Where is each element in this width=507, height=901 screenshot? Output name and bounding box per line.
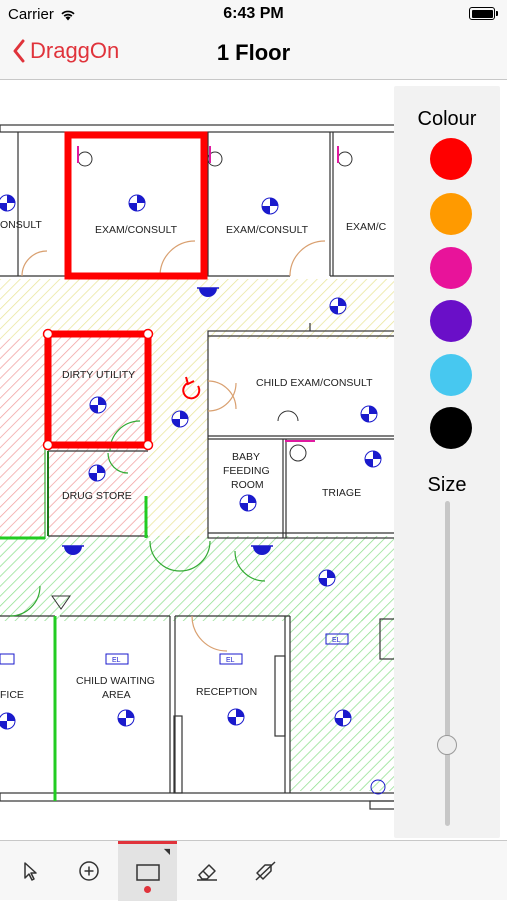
tool-bar: ◥ xyxy=(0,840,507,901)
wifi-icon xyxy=(61,10,75,20)
hide-annotations-icon xyxy=(254,861,276,881)
rotate-handle-icon[interactable] xyxy=(182,376,201,400)
room-label: CHILD EXAM/CONSULT xyxy=(256,377,373,389)
colour-swatch-light-blue[interactable] xyxy=(430,354,472,396)
style-panel: Colour Size xyxy=(394,86,500,838)
add-tool-button[interactable] xyxy=(59,841,118,901)
room-label: RECEPTION xyxy=(196,686,257,698)
room-label: AREA xyxy=(102,689,131,701)
room-label: FEEDING xyxy=(223,465,270,477)
room-label: ROOM xyxy=(231,479,264,491)
floor-plan: ONSULT EXAM/CONSULT EXAM/CONSULT EXAM/C … xyxy=(0,124,396,810)
back-button-label: DraggOn xyxy=(30,38,120,63)
hide-tool-button[interactable] xyxy=(236,841,295,901)
annotation-rectangle-selected[interactable] xyxy=(44,330,152,449)
room-label: EXAM/CONSULT xyxy=(226,224,309,236)
submenu-indicator-icon: ◥ xyxy=(163,847,170,856)
eraser-icon xyxy=(196,864,217,881)
room-label: TRIAGE xyxy=(322,487,361,499)
eraser-tool-button[interactable] xyxy=(177,841,236,901)
colour-swatch-pink[interactable] xyxy=(430,247,472,289)
size-slider-thumb[interactable] xyxy=(437,734,457,755)
resize-handle[interactable] xyxy=(142,328,154,340)
room-label: BABY xyxy=(232,451,260,463)
select-tool-button[interactable] xyxy=(0,841,59,901)
el-tag: EL xyxy=(112,657,121,664)
resize-handle[interactable] xyxy=(42,439,54,451)
size-slider-track[interactable] xyxy=(445,501,450,826)
resize-handle[interactable] xyxy=(42,328,54,340)
active-dot-icon xyxy=(144,886,151,893)
colour-swatch-black[interactable] xyxy=(430,407,472,449)
rectangle-icon xyxy=(135,863,160,881)
room-label: EXAM/CONSULT xyxy=(95,224,178,236)
navigation-bar: DraggOn 1 Floor xyxy=(0,28,507,80)
room-label: DIRTY UTILITY xyxy=(62,369,135,381)
pointer-icon xyxy=(23,862,37,881)
resize-handle[interactable] xyxy=(142,439,154,451)
room-label: FICE xyxy=(0,689,24,701)
carrier-info: Carrier xyxy=(8,6,76,23)
el-tag: EL xyxy=(332,637,341,644)
status-bar: Carrier 6:43 PM xyxy=(0,0,507,28)
battery-icon xyxy=(469,7,498,20)
room-label: DRUG STORE xyxy=(62,490,132,502)
add-circle-icon xyxy=(78,861,99,881)
rectangle-tool-button[interactable]: ◥ xyxy=(118,841,177,901)
room-label: EXAM/C xyxy=(346,221,387,233)
page-title: 1 Floor xyxy=(216,40,291,65)
colour-swatch-red[interactable] xyxy=(430,138,472,180)
room-label: CHILD WAITING xyxy=(76,675,155,687)
colour-heading: Colour xyxy=(417,108,477,130)
size-heading: Size xyxy=(427,474,467,496)
colour-swatch-purple[interactable] xyxy=(430,300,472,342)
chevron-left-icon xyxy=(13,39,25,63)
colour-swatch-orange[interactable] xyxy=(430,193,472,235)
el-tag: EL xyxy=(226,657,235,664)
status-time: 6:43 PM xyxy=(223,5,284,22)
back-button[interactable]: DraggOn xyxy=(12,38,119,64)
carrier-label: Carrier xyxy=(8,6,54,23)
annotation-rectangle[interactable] xyxy=(64,131,208,280)
room-label: ONSULT xyxy=(0,219,42,231)
